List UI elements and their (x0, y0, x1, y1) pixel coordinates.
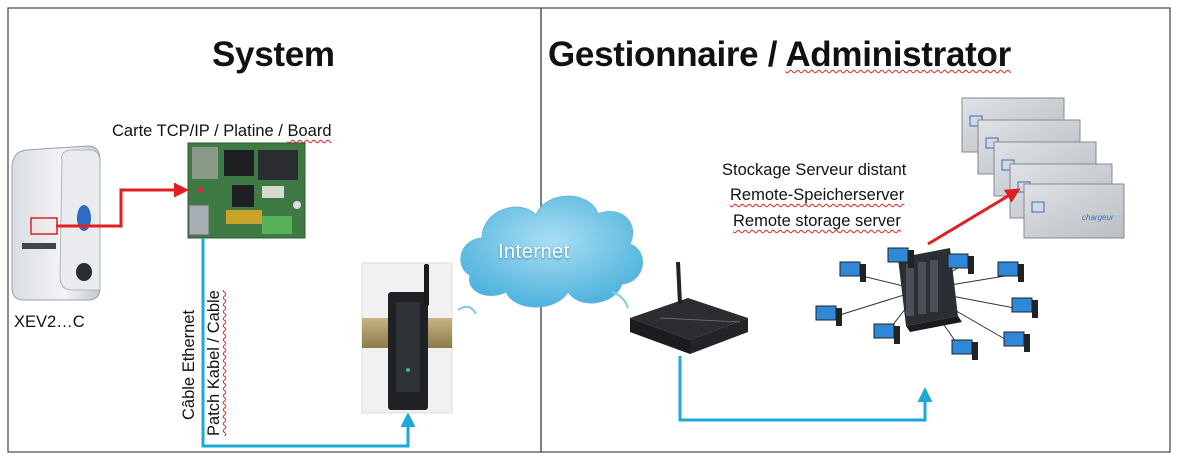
storage-label-line3: Remote storage server (733, 212, 901, 230)
network-to-storage-connector (927, 188, 1021, 246)
storage-label-line1: Stockage Serveur distant (722, 161, 907, 179)
din-rail-router-icon (361, 262, 453, 414)
system-title: System (212, 35, 335, 74)
administrator-title-underlined: Administrator (785, 35, 1011, 74)
board-label-underlined: Board (287, 122, 332, 140)
tcpip-board-icon (187, 142, 306, 239)
internet-cloud-icon (457, 195, 643, 315)
board-label-main: Carte TCP/IP / Platine / (112, 122, 288, 140)
router-to-network-connector (678, 356, 933, 422)
administrator-title-main: Gestionnaire / (548, 35, 786, 74)
cable-label-line1: Câble Ethernet (180, 309, 198, 420)
cable-label-line2: Patch Kabel / Cable (205, 290, 223, 436)
device-label: XEV2…C (14, 313, 85, 331)
wifi-router-icon (630, 261, 748, 354)
storage-cards-icon (961, 97, 1125, 239)
workstations (815, 247, 1038, 360)
board-label: Carte TCP/IP / Platine / Board (112, 123, 332, 140)
administrator-title: Gestionnaire / Administrator (548, 37, 1011, 72)
internet-label: Internet (498, 241, 570, 263)
card-brand-label: chargeur (1082, 213, 1114, 222)
charging-station-icon (11, 145, 101, 301)
wallbox-to-board-connector (56, 182, 189, 228)
server-network-icon (815, 247, 1038, 360)
storage-label-line2: Remote-Speicherserver (730, 186, 905, 204)
ethernet-cable-connector (201, 238, 416, 448)
